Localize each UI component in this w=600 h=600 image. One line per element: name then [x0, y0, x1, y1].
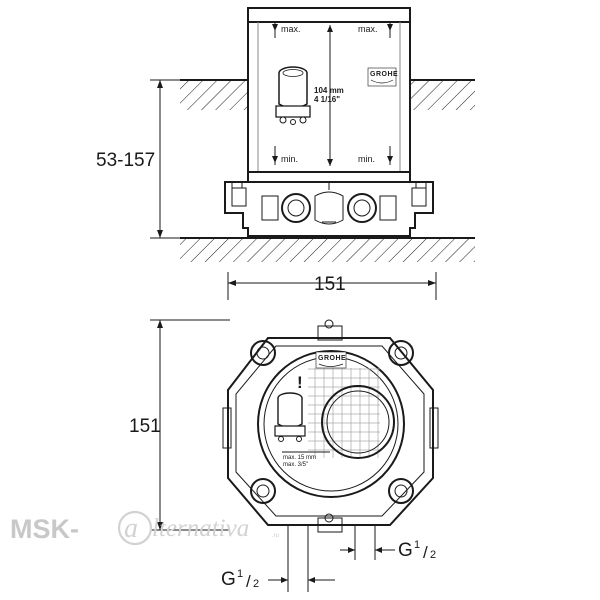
- watermark-script: lternativa: [152, 515, 249, 542]
- conn-right-num: 1: [414, 539, 420, 551]
- min-label-right: min.: [358, 154, 375, 164]
- mounting-grid: [308, 368, 380, 458]
- conn-left-prefix: G: [221, 569, 236, 590]
- connection-label-right: G 1 / 2: [398, 539, 436, 562]
- max-mm-note: max. 15 mm: [283, 455, 316, 461]
- max-label-right: max.: [358, 24, 378, 34]
- width-dim-label: 151: [314, 274, 346, 295]
- floor-surface: [180, 237, 475, 262]
- svg-text:a: a: [124, 513, 138, 544]
- watermark: MSK- a lternativa .ru: [10, 510, 279, 546]
- main-port-circle: [321, 385, 395, 459]
- port-right: [347, 193, 377, 223]
- wall-surface-upper: [180, 79, 475, 110]
- conn-left-num: 1: [237, 568, 243, 580]
- max-inch-note: max. 3/5": [283, 462, 308, 468]
- height-dimension-top: 151: [129, 319, 230, 531]
- at-sign-icon: [117, 510, 153, 546]
- valve-cartridge-icon-top: [274, 392, 306, 442]
- height-dim-label-top: 151: [129, 416, 161, 437]
- max-label-left: max.: [281, 24, 301, 34]
- brand-side: GROHE: [370, 71, 398, 78]
- side-view: max. max. min. min. 104 mm 4 1/16" GROHE: [96, 7, 475, 262]
- watermark-prefix: MSK-: [10, 514, 79, 544]
- height-dim-label-side: 53-157: [96, 150, 155, 171]
- inner-ring: [257, 350, 405, 498]
- width-dimension-top: 151: [227, 272, 437, 300]
- warning-mark: !: [297, 373, 303, 392]
- grohe-logo-top: GROHE: [315, 351, 347, 369]
- watermark-suffix: .ru: [272, 533, 279, 539]
- grohe-logo-side: GROHE: [367, 67, 398, 87]
- valve-base-body: [224, 171, 434, 237]
- port-left: [281, 193, 311, 223]
- conn-right-den: 2: [430, 549, 436, 561]
- brand-top: GROHE: [318, 355, 346, 362]
- conn-right-prefix: G: [398, 540, 413, 561]
- valve-cartridge-icon: [275, 66, 311, 125]
- top-view: 151 151: [129, 272, 439, 592]
- conn-left-den: 2: [253, 578, 259, 590]
- svg-text:/: /: [246, 572, 251, 591]
- mounting-lugs: [250, 340, 414, 504]
- svg-text:/: /: [423, 543, 428, 562]
- connection-dimensions: [268, 525, 395, 592]
- valve-housing-top: [222, 319, 439, 533]
- extension-box: max. max. min. min. 104 mm 4 1/16" GROHE: [247, 7, 411, 173]
- height-dimension-side: 53-157: [96, 79, 180, 239]
- depth-inch: 4 1/16": [314, 95, 340, 104]
- connection-label-left: G 1 / 2: [221, 568, 259, 591]
- depth-value: 104 mm: [314, 86, 344, 95]
- min-label-left: min.: [281, 154, 298, 164]
